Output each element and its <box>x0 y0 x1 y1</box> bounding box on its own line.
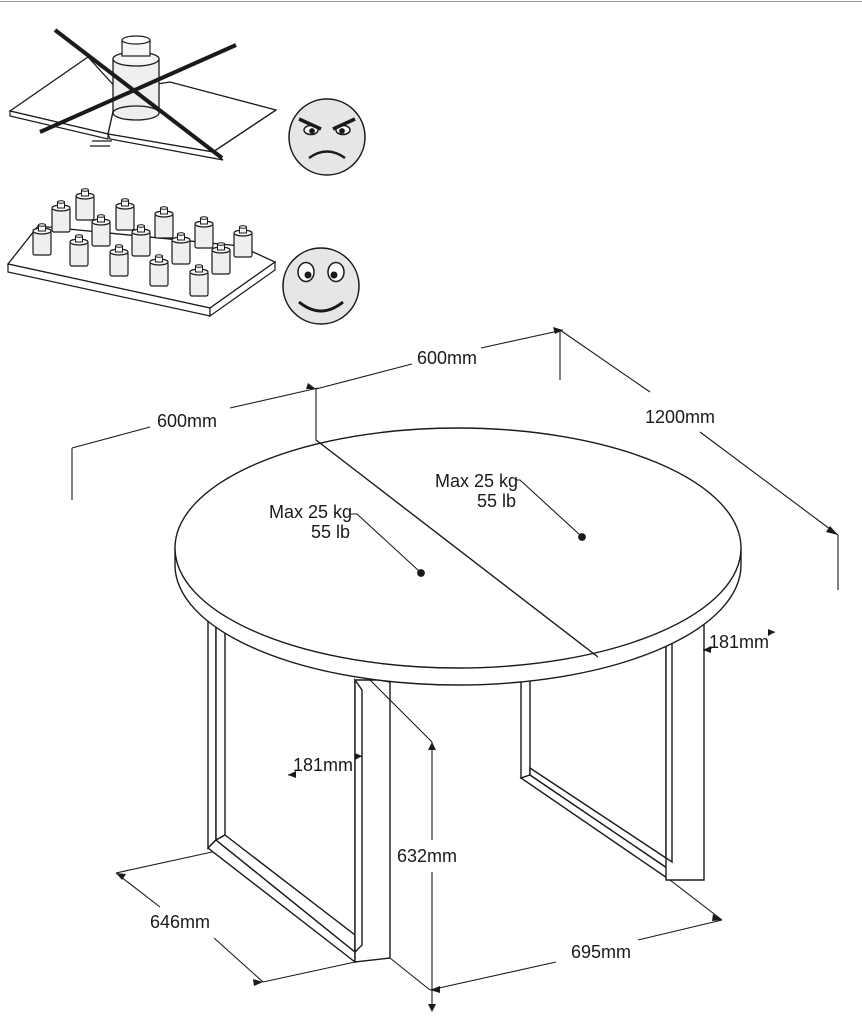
dim-top-right-width: 600mm <box>416 348 478 368</box>
load-right-lb: 55 lb <box>476 491 516 511</box>
crossed-out-single-weight-icon <box>8 28 278 161</box>
table-drawing <box>174 427 742 964</box>
load-left-lb: 55 lb <box>310 522 350 542</box>
angry-face-icon <box>288 98 366 176</box>
load-leaders <box>350 479 581 572</box>
dimension-lines <box>71 329 839 1010</box>
dim-leg-width-right: 181mm <box>709 632 770 652</box>
distributed-weights-icon <box>6 188 277 318</box>
load-left-kg: Max 25 kg <box>268 502 352 522</box>
happy-face-icon <box>282 247 360 325</box>
dim-depth: 646mm <box>149 912 211 932</box>
dim-top-left-width: 600mm <box>156 411 218 431</box>
dimension-arrowheads <box>116 327 838 1012</box>
load-right-kg: Max 25 kg <box>434 471 518 491</box>
dim-leg-width-center: 181mm <box>293 755 354 775</box>
dim-base-length: 695mm <box>570 942 632 962</box>
dim-length: 1200mm <box>644 407 716 427</box>
dim-height: 632mm <box>397 846 458 866</box>
